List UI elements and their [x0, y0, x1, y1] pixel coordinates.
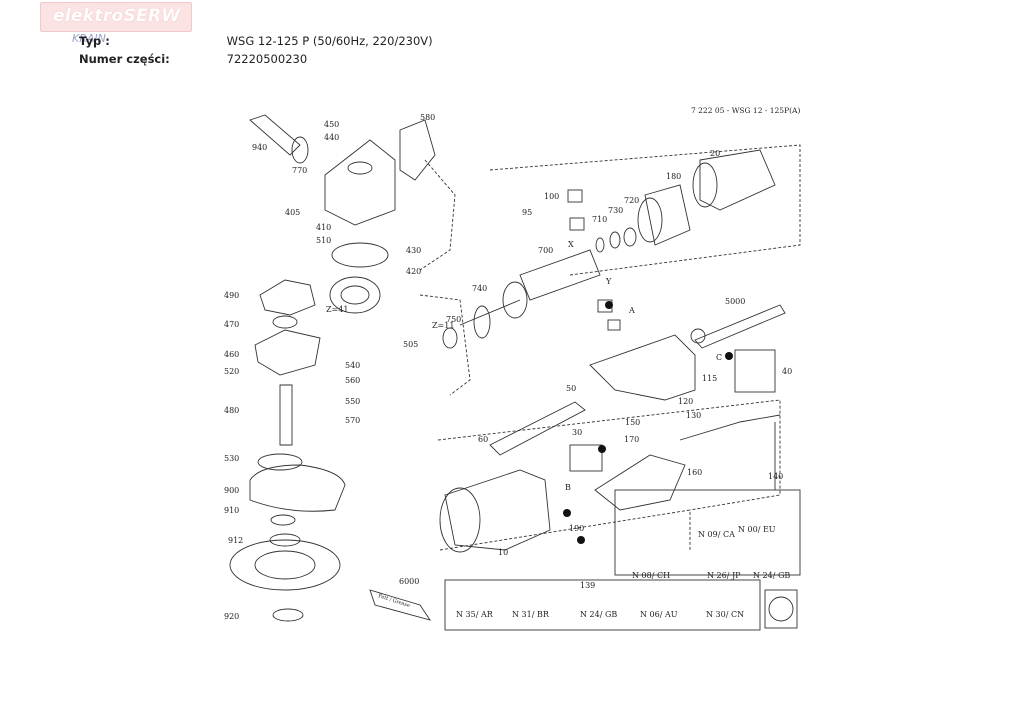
type-label: Typ : — [79, 34, 110, 48]
marker-label: Y — [605, 277, 612, 286]
part-label: 700 — [538, 246, 553, 255]
part-number-value: 72220500230 — [226, 52, 308, 66]
logo-subtext: KRAIN — [72, 32, 106, 45]
exploded-parts-diagram: 940 450 440 580 770 405 410 510 430 420 … — [224, 113, 801, 631]
part-label-group: 940 450 440 580 770 405 410 510 430 420 … — [224, 113, 792, 621]
part-label: 50 — [566, 384, 576, 393]
part-label: 160 — [687, 468, 702, 477]
part-label: 540 — [345, 361, 360, 370]
part-label: 10 — [498, 548, 508, 557]
part-label: 740 — [472, 284, 487, 293]
plug-label: N 35/ AR — [456, 610, 494, 619]
part-label: 560 — [345, 376, 360, 385]
plug-label: N 08/ CH — [632, 571, 670, 580]
part-label: 6000 — [399, 577, 419, 586]
part-label: 450 — [324, 120, 339, 129]
part-label: 910 — [224, 506, 239, 515]
type-value: WSG 12-125 P (50/60Hz, 220/230V) — [226, 34, 433, 48]
part-label: 5000 — [725, 297, 745, 306]
brand-logo: elektroSERW — [40, 2, 192, 32]
part-label: 100 — [544, 192, 559, 201]
part-label: 170 — [624, 435, 639, 444]
part-label: 710 — [592, 215, 607, 224]
part-label: 505 — [403, 340, 418, 349]
part-label: 470 — [224, 320, 239, 329]
part-label: 120 — [678, 397, 693, 406]
marker-label: A — [628, 306, 635, 315]
plug-label: N 30/ CN — [706, 610, 744, 619]
part-label: 405 — [285, 208, 300, 217]
part-label: 20 — [710, 149, 720, 158]
part-number-row: Numer części: 72220500230 — [79, 52, 307, 66]
marker-group: X Y A B C — [565, 240, 722, 492]
part-label: 490 — [224, 291, 239, 300]
gear-label: Z=11 — [432, 321, 454, 330]
part-label: 60 — [478, 435, 488, 444]
part-label: 730 — [608, 206, 623, 215]
drawing-reference: 7 222 05 - WSG 12 - 125P(A) — [691, 106, 801, 115]
logo-text: elektroSERW — [53, 6, 181, 26]
part-label: 40 — [782, 367, 792, 376]
part-label: 130 — [686, 411, 701, 420]
part-label: 140 — [768, 472, 783, 481]
part-label: 190 — [569, 524, 584, 533]
part-number-label: Numer części: — [79, 52, 170, 66]
part-label: 770 — [292, 166, 307, 175]
part-label: 460 — [224, 350, 239, 359]
plug-label: N 06/ AU — [640, 610, 678, 619]
part-label: 410 — [316, 223, 331, 232]
part-label: 139 — [580, 581, 595, 590]
part-label: 570 — [345, 416, 360, 425]
part-label: 912 — [228, 536, 243, 545]
plug-label: N 00/ EU — [738, 525, 776, 534]
gear-label-group: Z=41 Z=11 — [326, 305, 454, 330]
part-label: 720 — [624, 196, 639, 205]
part-label: 30 — [572, 428, 582, 437]
part-label: 580 — [420, 113, 435, 122]
part-label: 900 — [224, 486, 239, 495]
part-label: 430 — [406, 246, 421, 255]
plug-label: N 31/ BR — [512, 610, 550, 619]
part-label: 95 — [522, 208, 532, 217]
marker-label: B — [565, 483, 571, 492]
part-label: 180 — [666, 172, 681, 181]
part-label: 115 — [702, 374, 717, 383]
part-label: 420 — [406, 267, 421, 276]
gear-label: Z=41 — [326, 305, 348, 314]
plug-label: N 09/ CA — [698, 530, 735, 539]
part-label: 150 — [625, 418, 640, 427]
part-label: 520 — [224, 367, 239, 376]
plug-label: N 24/ GB — [580, 610, 617, 619]
part-label: 510 — [316, 236, 331, 245]
part-label: 920 — [224, 612, 239, 621]
part-label: 750 — [446, 315, 461, 324]
plug-label: N 26/ JP — [707, 571, 741, 580]
part-label: 940 — [252, 143, 267, 152]
part-label: 550 — [345, 397, 360, 406]
plug-label: N 24/ GB — [753, 571, 790, 580]
marker-label: X — [568, 240, 574, 249]
part-label: 530 — [224, 454, 239, 463]
type-row: Typ : WSG 12-125 P (50/60Hz, 220/230V) — [79, 34, 433, 48]
part-label: 480 — [224, 406, 239, 415]
part-label: 440 — [324, 133, 339, 142]
marker-label: C — [716, 353, 722, 362]
plug-label-group: N 00/ EU N 09/ CA N 08/ CH N 26/ JP N 24… — [456, 525, 790, 619]
